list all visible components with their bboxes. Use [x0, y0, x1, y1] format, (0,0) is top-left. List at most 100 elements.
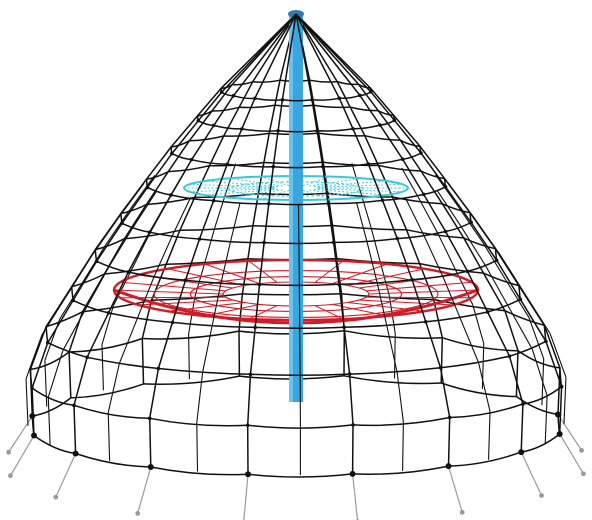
mesh-rope	[117, 183, 145, 219]
rope-knot	[485, 310, 490, 314]
ring-rope	[318, 132, 365, 137]
rope-knot	[156, 366, 161, 371]
rope-knot	[400, 157, 405, 162]
ring-rope	[31, 387, 75, 407]
ring-rope	[86, 356, 159, 370]
ring-rope	[323, 161, 379, 167]
ring-rope	[147, 186, 172, 196]
ring-rope	[241, 128, 279, 132]
ring-rope	[419, 146, 422, 154]
mesh-rope	[25, 378, 29, 426]
mesh-rope	[504, 278, 530, 318]
ring-rope	[108, 312, 173, 324]
ring-rope	[45, 326, 49, 343]
ring-rope	[467, 259, 498, 273]
mesh-rope	[355, 202, 368, 242]
rope-knot	[196, 118, 201, 123]
ring-rope	[378, 164, 422, 172]
mesh-rope	[107, 363, 120, 413]
cyan-spoke	[317, 183, 403, 188]
ring-rope	[278, 129, 318, 133]
rope-knot	[71, 298, 75, 303]
rope-knot	[358, 93, 362, 98]
rope-knot	[257, 282, 262, 287]
ring-rope	[213, 124, 242, 130]
ring-rope	[358, 83, 371, 89]
mesh-rope	[196, 422, 199, 472]
anchor-guy	[447, 465, 463, 513]
ring-rope	[142, 330, 240, 340]
ring-rope	[339, 94, 361, 100]
red-spoke	[248, 260, 278, 283]
mesh-rope	[507, 305, 533, 350]
mesh-rope	[202, 325, 213, 373]
mesh-rope	[230, 202, 241, 242]
rope-knot	[248, 372, 253, 377]
rope-knot	[347, 372, 352, 376]
ring-rope	[369, 87, 372, 93]
rope-knot	[380, 198, 385, 203]
ring-rope	[382, 193, 424, 202]
ring-rope	[445, 221, 472, 233]
ring-rope	[332, 224, 407, 231]
mesh-rope	[499, 254, 525, 293]
mesh-rope	[376, 282, 388, 326]
ring-rope	[336, 80, 359, 86]
rope-knot	[544, 339, 548, 344]
ring-rope	[440, 382, 517, 398]
red-spoke	[113, 289, 224, 295]
rope-knot	[410, 277, 414, 282]
ring-rope	[313, 104, 351, 109]
rope-knot	[30, 386, 34, 390]
rope-knot	[351, 126, 355, 131]
anchor-guy	[559, 433, 584, 475]
mesh-rope	[224, 163, 237, 196]
ring-rope	[364, 134, 401, 142]
ring-rope	[211, 106, 240, 112]
red-spoke	[347, 268, 425, 287]
cyan-spoke	[309, 189, 362, 199]
red-spoke	[314, 305, 344, 320]
ring-rope	[30, 351, 70, 371]
anchor-peg	[8, 473, 13, 479]
mesh-rope	[107, 412, 111, 461]
base-clamp	[72, 450, 79, 457]
ring-rope	[143, 375, 240, 386]
mesh-rope	[386, 324, 398, 372]
mesh-rope	[47, 350, 64, 398]
anchor-guy	[9, 435, 35, 476]
mesh-rope	[86, 266, 110, 308]
ring-rope	[32, 397, 72, 417]
rope-knot	[326, 201, 330, 206]
base-clamp	[445, 463, 452, 470]
rope-knot	[276, 128, 280, 133]
mast-highlight	[289, 14, 293, 402]
ring-rope	[377, 109, 394, 117]
rope-knot	[465, 269, 470, 274]
ring-rope	[442, 336, 519, 352]
rope-knot	[45, 340, 50, 345]
anchor-peg	[53, 494, 59, 500]
anchor-guy	[520, 451, 543, 496]
rope-knot	[521, 402, 525, 406]
ring-rope	[158, 367, 251, 376]
rope-knot	[378, 123, 382, 127]
mesh-rope	[563, 377, 567, 425]
ring-rope	[223, 132, 270, 137]
mesh-rope	[41, 293, 69, 335]
mesh-rope	[423, 235, 444, 277]
mesh-rope	[393, 333, 396, 379]
base-clamp	[554, 411, 561, 418]
ring-rope	[70, 383, 144, 399]
cyan-spoke	[230, 189, 283, 199]
anchor-peg	[539, 493, 544, 498]
mesh-rope	[220, 241, 232, 284]
central-mast	[288, 10, 304, 402]
ring-rope	[71, 273, 105, 288]
anchor-peg	[459, 509, 465, 515]
ring-rope	[344, 321, 426, 328]
mesh-rope	[131, 233, 150, 269]
radial-rope	[29, 13, 297, 417]
rope-knot	[423, 319, 428, 324]
rope-knot	[443, 229, 448, 234]
